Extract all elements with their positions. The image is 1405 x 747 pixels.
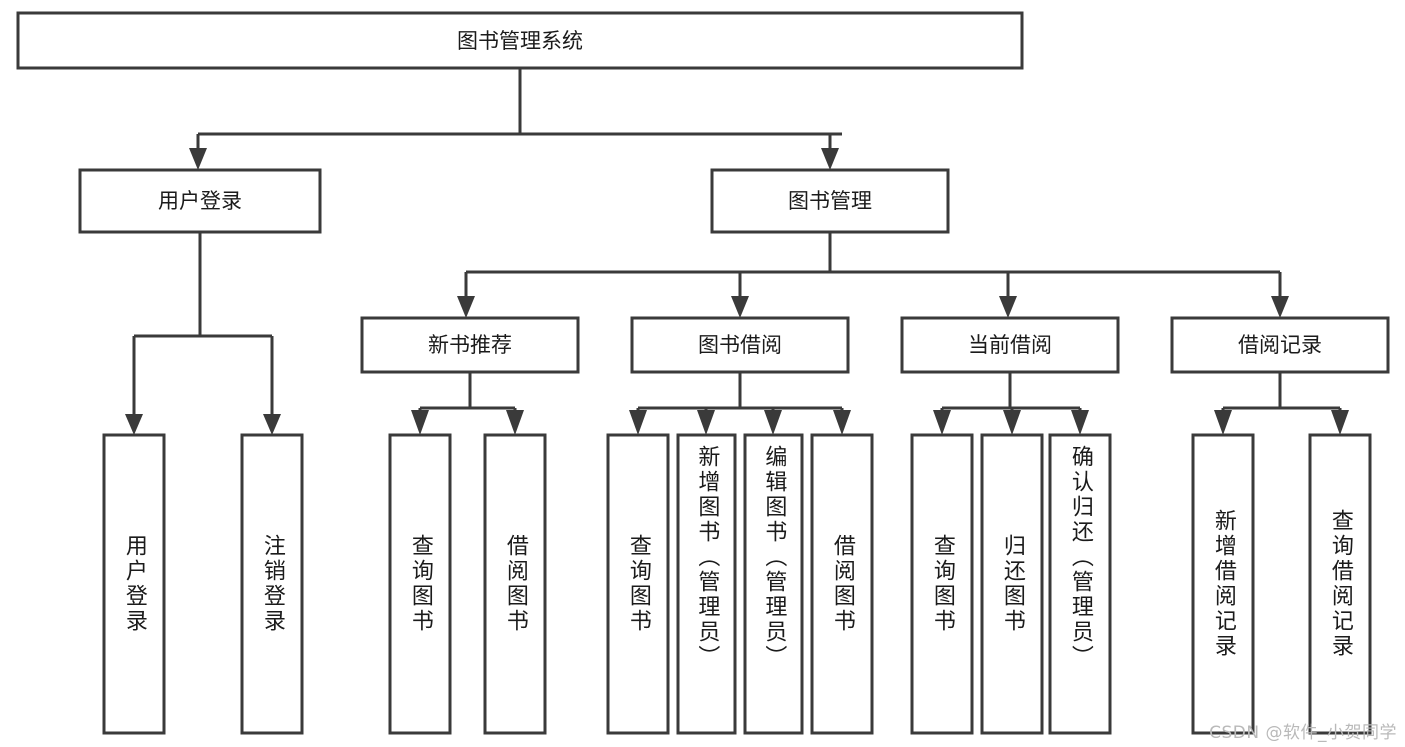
node-root-label: 图书管理系统	[457, 29, 583, 53]
node-book-borrow-label: 图书借阅	[698, 333, 782, 357]
node-user-login-label: 用户登录	[158, 189, 242, 213]
connector-userlogin-to-leaves	[125, 232, 281, 435]
node-new-book-recommend[interactable]: 新书推荐	[360, 316, 580, 374]
connector-records-to-leaves	[1214, 372, 1349, 435]
arrowhead-icon	[263, 414, 281, 435]
node-current-borrow-box[interactable]	[900, 316, 1120, 374]
arrowhead-icon	[457, 296, 475, 318]
arrowhead-icon	[933, 410, 951, 435]
leaf-box-query-book-borrow[interactable]	[606, 433, 670, 735]
leaf-box-query-borrow-record[interactable]	[1308, 433, 1372, 735]
arrowhead-icon	[1003, 410, 1021, 435]
arrowhead-icon	[1271, 296, 1289, 318]
leaf-box-add-book-admin[interactable]	[676, 433, 737, 735]
leaf-box-user-logout[interactable]	[240, 433, 304, 735]
connector-current-to-leaves	[933, 372, 1089, 435]
node-book-management-label: 图书管理	[788, 189, 872, 213]
arrowhead-icon	[821, 148, 839, 170]
node-new-book-recommend-label: 新书推荐	[428, 333, 512, 357]
arrowhead-icon	[125, 414, 143, 435]
node-book-borrow-box[interactable]	[630, 316, 850, 374]
arrowhead-icon	[506, 410, 524, 435]
node-book-borrow[interactable]: 图书借阅	[630, 316, 850, 374]
leaf-box-return-book[interactable]	[980, 433, 1044, 735]
node-root-box[interactable]	[16, 11, 1024, 70]
leaf-box-user-login[interactable]	[102, 433, 166, 735]
arrowhead-icon	[629, 410, 647, 435]
connector-bookmgmt-to-level3	[457, 232, 1289, 318]
arrowhead-icon	[697, 410, 715, 435]
arrowhead-icon	[833, 410, 851, 435]
leaf-box-confirm-return-admin[interactable]	[1048, 433, 1112, 735]
arrowhead-icon	[1071, 410, 1089, 435]
node-borrow-records-box[interactable]	[1170, 316, 1390, 374]
node-user-login[interactable]: 用户登录	[78, 168, 322, 234]
arrowhead-icon	[731, 296, 749, 318]
arrowhead-icon	[1214, 410, 1232, 435]
node-root[interactable]: 图书管理系统	[16, 11, 1024, 70]
connector-borrow-to-leaves	[629, 372, 851, 435]
node-user-login-box[interactable]	[78, 168, 322, 234]
arrowhead-icon	[189, 148, 207, 170]
node-new-book-recommend-box[interactable]	[360, 316, 580, 374]
leaf-box-borrow-book-rec[interactable]	[483, 433, 547, 735]
arrowhead-icon	[411, 410, 429, 435]
connector-newbook-to-leaves	[411, 372, 524, 435]
leaf-box-add-borrow-record[interactable]	[1191, 433, 1255, 735]
leaf-box-borrow-book[interactable]	[810, 433, 874, 735]
node-borrow-records-label: 借阅记录	[1238, 333, 1322, 357]
arrowhead-icon	[999, 296, 1017, 318]
leaf-box-edit-book-admin[interactable]	[743, 433, 804, 735]
leaf-box-query-book-rec[interactable]	[388, 433, 452, 735]
node-book-management[interactable]: 图书管理	[710, 168, 950, 234]
node-book-management-box[interactable]	[710, 168, 950, 234]
csdn-watermark: CSDN @软件_小贺同学	[1209, 723, 1397, 743]
node-current-borrow[interactable]: 当前借阅	[900, 316, 1120, 374]
node-current-borrow-label: 当前借阅	[968, 333, 1052, 357]
arrowhead-icon	[1331, 410, 1349, 435]
arrowhead-icon	[764, 410, 782, 435]
connector-root-to-level2	[189, 68, 842, 170]
node-borrow-records[interactable]: 借阅记录	[1170, 316, 1390, 374]
leaf-box-query-book-current[interactable]	[910, 433, 974, 735]
